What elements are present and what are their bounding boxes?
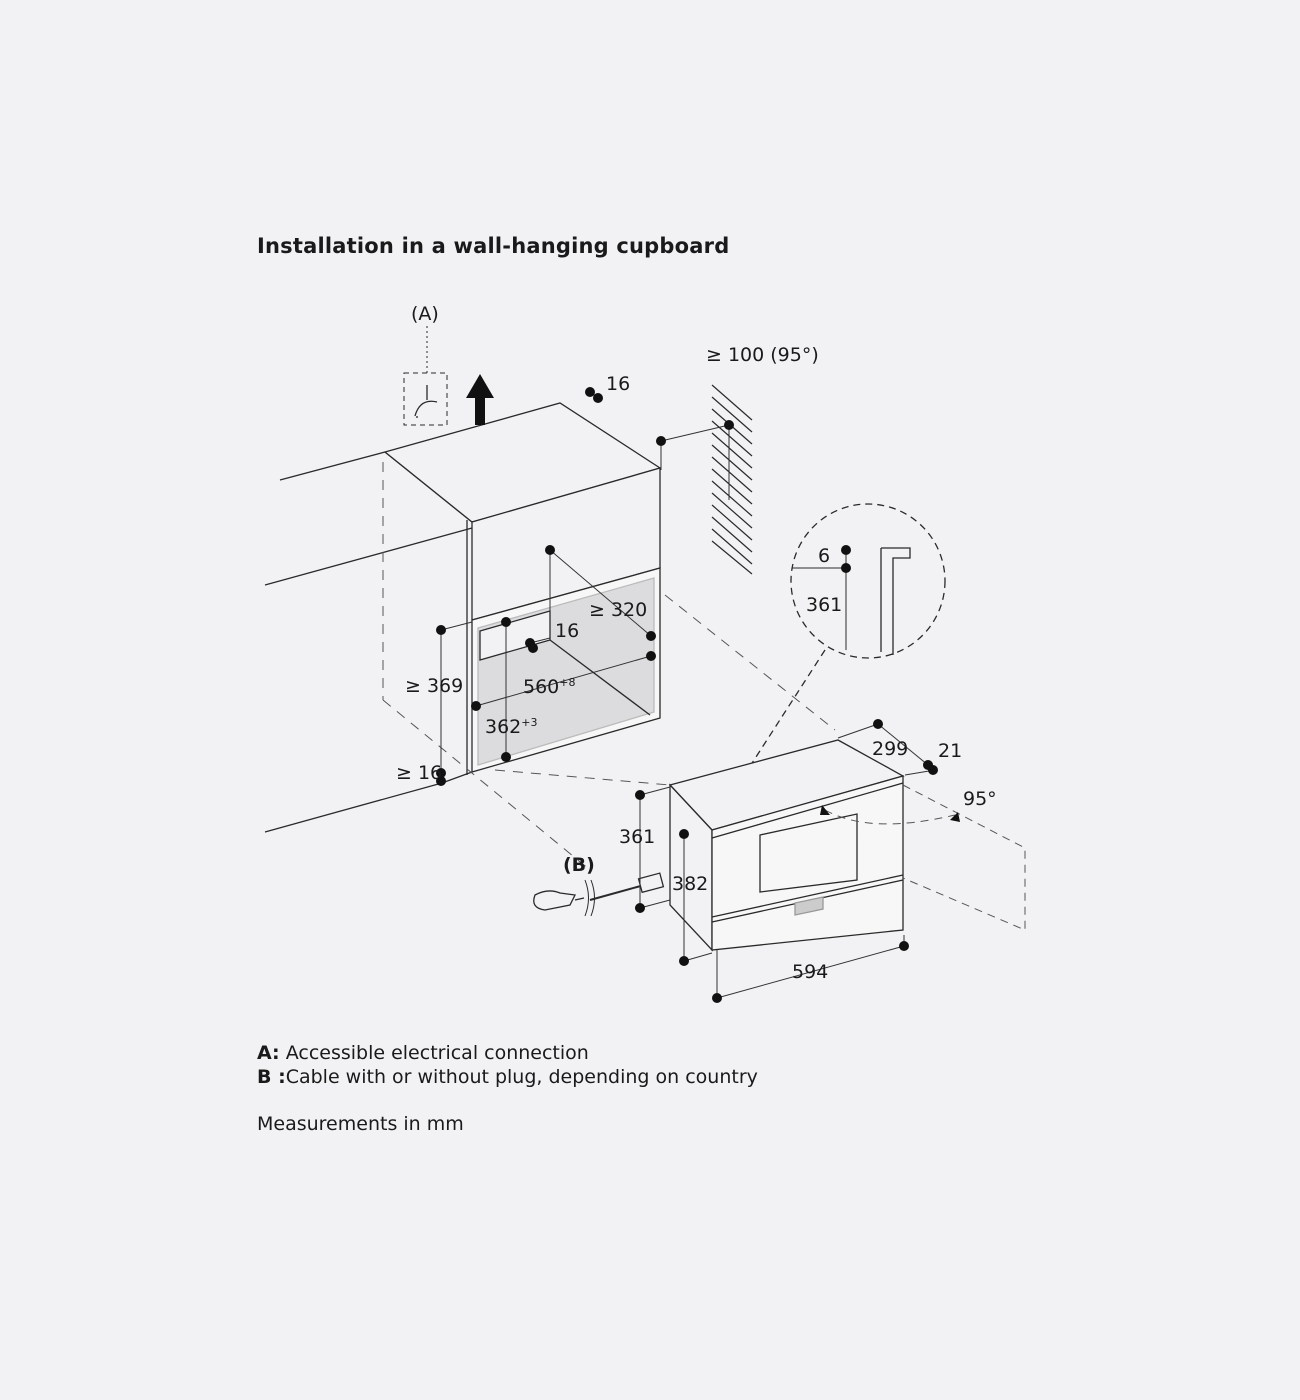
callout-a: (A): [411, 303, 439, 325]
dim-oven-body-height: 361: [619, 826, 655, 848]
dim-door-angle: 95°: [963, 788, 997, 810]
page-title: Installation in a wall-hanging cupboard: [257, 234, 730, 258]
dim-niche-depth: ≥ 320: [589, 599, 647, 621]
dim-niche-back-gap: 16: [555, 620, 579, 642]
electrical-socket-a: [403, 326, 448, 426]
dimension-dots: [436, 387, 938, 1003]
dim-niche-height: 362+3: [485, 716, 537, 738]
dimension-lines: [440, 391, 936, 999]
dim-oven-width: 594: [792, 961, 828, 983]
legend-a: A: Accessible electrical connection: [257, 1042, 589, 1064]
legend-b-key: B :: [257, 1066, 286, 1088]
callout-b: (B): [563, 854, 595, 876]
wall-cupboard: [383, 402, 662, 784]
dim-oven-depth: 299: [872, 738, 908, 760]
dim-top-panel: 16: [606, 373, 630, 395]
projection-lines: [382, 462, 836, 871]
legend-a-key: A:: [257, 1042, 280, 1064]
dim-oven-height: 382: [672, 873, 708, 895]
power-cable-b: [533, 872, 665, 917]
dim-bottom-panel: ≥ 16: [396, 762, 442, 784]
units-note: Measurements in mm: [257, 1113, 464, 1135]
dim-detail-height: 361: [806, 594, 842, 616]
oven-appliance: [668, 739, 1026, 952]
rear-wall-hatch: [711, 384, 753, 575]
dim-oven-front: 21: [938, 740, 962, 762]
dim-wall-clearance: ≥ 100 (95°): [706, 344, 819, 366]
arrow-up-icon: [466, 374, 494, 425]
legend-b: B :Cable with or without plug, depending…: [257, 1066, 758, 1088]
dim-detail-gap: 6: [818, 545, 830, 567]
dim-cupboard-height: ≥ 369: [405, 675, 463, 697]
dim-niche-width: 560+8: [523, 676, 575, 698]
legend-a-text: Accessible electrical connection: [285, 1042, 589, 1064]
legend-b-text: Cable with or without plug, depending on…: [285, 1066, 758, 1088]
